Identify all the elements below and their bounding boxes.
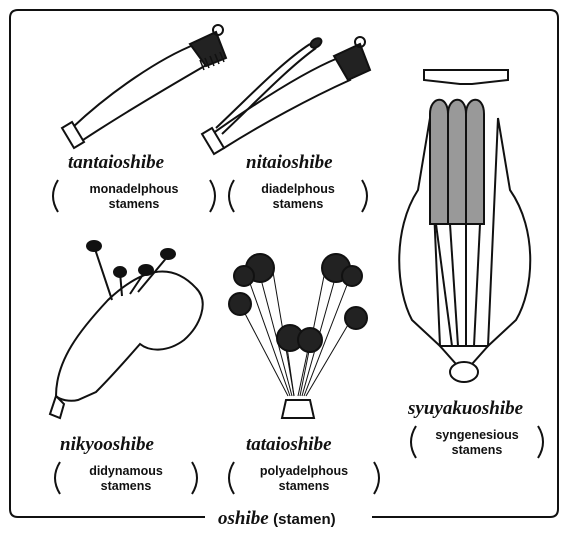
gloss-line: stamens <box>420 443 534 458</box>
gloss-line: stamens <box>238 197 358 212</box>
term-nikyooshibe: nikyooshibe <box>60 434 154 456</box>
gloss-monadelphous: monadelphous stamens <box>64 182 204 212</box>
gloss-didynamous: didynamous stamens <box>64 464 188 494</box>
gloss-line: monadelphous <box>64 182 204 197</box>
gloss-line: didynamous <box>64 464 188 479</box>
gloss-line: stamens <box>238 479 370 494</box>
didynamous-stamens-drawing <box>50 241 203 418</box>
gloss-line: stamens <box>64 479 188 494</box>
gloss-line: stamens <box>64 197 204 212</box>
term-tantaioshibe: tantaioshibe <box>68 152 164 174</box>
diagram-caption: oshibe (stamen) <box>212 508 342 530</box>
term-nitaioshibe: nitaioshibe <box>246 152 333 174</box>
caption-gloss: (stamen) <box>273 511 336 528</box>
term-syuyakuoshibe: syuyakuoshibe <box>408 398 523 420</box>
gloss-line: polyadelphous <box>238 464 370 479</box>
polyadelphous-stamens-drawing <box>229 254 367 418</box>
monadelphous-stamens-drawing <box>62 25 226 148</box>
gloss-polyadelphous: polyadelphous stamens <box>238 464 370 494</box>
gloss-line: syngenesious <box>420 428 534 443</box>
syngenesious-stamens-drawing <box>399 70 530 382</box>
gloss-syngenesious: syngenesious stamens <box>420 428 534 458</box>
caption-term: oshibe <box>218 508 269 529</box>
gloss-diadelphous: diadelphous stamens <box>238 182 358 212</box>
diadelphous-stamens-drawing <box>202 36 370 154</box>
gloss-line: diadelphous <box>238 182 358 197</box>
term-tataioshibe: tataioshibe <box>246 434 332 456</box>
